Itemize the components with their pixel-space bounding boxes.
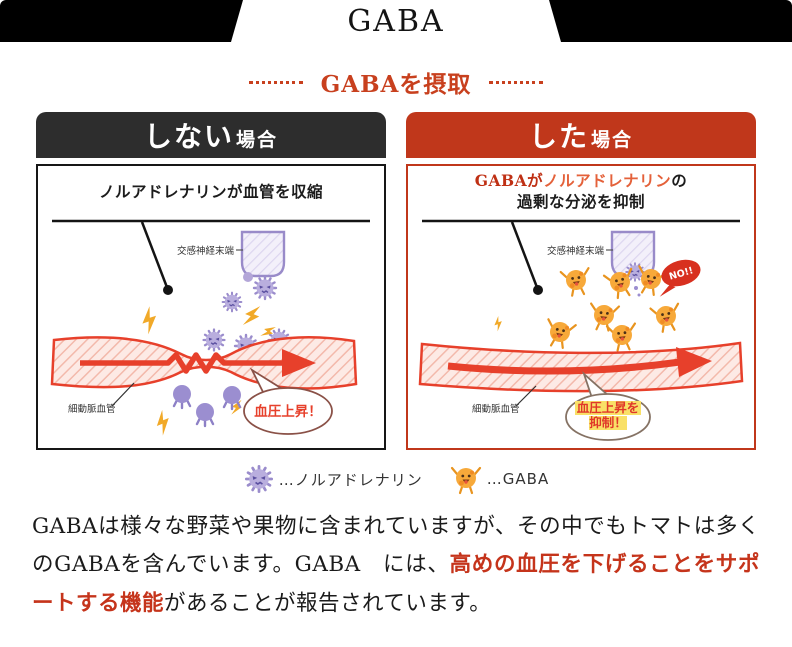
illustration-no-gaba: 交感神経末端 [50, 219, 370, 437]
panel-header-sub: 場合 [236, 128, 279, 151]
legend-label-gaba: …GABA [486, 470, 550, 488]
noradrenaline-icon [171, 383, 193, 410]
noradrenaline-icon [221, 384, 243, 411]
illustration-title-left-text: ノルアドレナリンが血管を収縮 [98, 181, 323, 201]
gaba-icon [559, 267, 594, 298]
pointer-line [140, 221, 170, 291]
text-segment: GABAは様々な野菜や果物に含まれていますが、その中でもトマトは多くのGABAを… [32, 514, 760, 578]
page-title: GABA [347, 3, 445, 39]
comparison-panels: しない 場合 ノルアドレナリンが血管を収縮 [0, 112, 792, 450]
panel-with-gaba-header: した 場合 [406, 112, 756, 158]
gaba-icon [587, 302, 621, 333]
noradrenaline-icon [221, 291, 243, 313]
illustration-title-right: GABAがノルアドレナリンの 過剰な分泌を抑制 [408, 166, 754, 218]
result-bubble-text: 血圧上昇！ [254, 403, 322, 420]
legend-item-gaba: …GABA [449, 462, 549, 496]
nerve-terminal-label: 交感神経末端 [547, 245, 605, 257]
highlight-bar [575, 401, 641, 415]
panel-without-gaba-box: ノルアドレナリンが血管を収縮 [36, 164, 386, 450]
blood-flow-arrowhead [676, 347, 712, 377]
gaba-icon [605, 322, 639, 353]
banner-plate: GABA [231, 0, 561, 42]
nerve-terminal [240, 230, 286, 282]
result-bubble-text-line1: 血圧上昇を [577, 400, 640, 415]
nerve-terminal-label: 交感神経末端 [177, 245, 235, 257]
noradrenaline-icon [202, 328, 226, 352]
illustration-with-gaba: 交感神経末端 NO!! [418, 219, 744, 441]
gaba-icon [649, 302, 684, 335]
top-banner: GABA [0, 0, 792, 42]
panel-without-gaba: しない 場合 ノルアドレナリンが血管を収縮 [36, 112, 386, 450]
dotted-rule-left [248, 80, 303, 84]
subtitle-row: GABAを摂取 [0, 66, 792, 98]
vessel-label: 細動脈血管 [472, 403, 520, 415]
vessel-label: 細動脈血管 [68, 403, 116, 415]
illustration-title-right-line1: GABAがノルアドレナリンの [475, 171, 687, 192]
noradrenaline-icon [252, 275, 278, 301]
illustration-title-right-line2: 過剰な分泌を抑制 [516, 192, 645, 211]
text-segment: の [671, 171, 688, 191]
panel-without-gaba-header: しない 場合 [36, 112, 386, 158]
text-segment: 高めの血圧を下げることをサポートする機能 [32, 552, 760, 616]
panel-header-sub: 場合 [591, 128, 634, 151]
legend: …ノルアドレナリン …GABA [0, 462, 792, 496]
no-bubble: NO!! [659, 259, 701, 297]
panel-with-gaba-box: GABAがノルアドレナリンの 過剰な分泌を抑制 交感神経末端 [406, 164, 756, 450]
result-bubble [243, 387, 333, 435]
pointer-dot [533, 285, 543, 295]
blood-flow-arrowhead [282, 349, 316, 377]
illustration-title-left: ノルアドレナリンが血管を収縮 [38, 166, 384, 218]
panel-header-main: しない [143, 120, 234, 153]
pointer-line [510, 221, 540, 291]
noradrenaline-icon [244, 464, 273, 494]
spark-icon [241, 302, 263, 330]
gaba-icon [542, 318, 577, 351]
text-segment: があることが報告されています。 [164, 590, 492, 616]
pointer-dot [163, 285, 173, 295]
legend-item-noradrenaline: …ノルアドレナリン [243, 463, 423, 495]
noradrenaline-icon [194, 401, 216, 428]
panel-with-gaba: した 場合 GABAがノルアドレナリンの 過剰な分泌を抑制 [406, 112, 756, 450]
dotted-rule-right [489, 80, 544, 84]
text-segment: ノルアドレナリン [543, 171, 672, 191]
panel-header-main: した [528, 120, 589, 153]
blood-flow-arrow [447, 358, 681, 375]
highlight-bar [589, 416, 627, 430]
legend-label-noradrenaline: …ノルアドレナリン [278, 470, 423, 489]
result-bubble-text-line2: 抑制！ [589, 415, 627, 430]
spark-icon [492, 315, 505, 332]
blood-flow-arrow [80, 352, 284, 374]
spark-icon [152, 408, 174, 437]
spark-icon [138, 305, 161, 336]
gaba-icon [450, 466, 481, 495]
text-segment: GABAが [474, 171, 544, 191]
subtitle-text: GABAを摂取 [320, 71, 472, 98]
body-paragraph: GABAは様々な野菜や果物に含まれていますが、その中でもトマトは多くのGABAを… [32, 508, 760, 623]
